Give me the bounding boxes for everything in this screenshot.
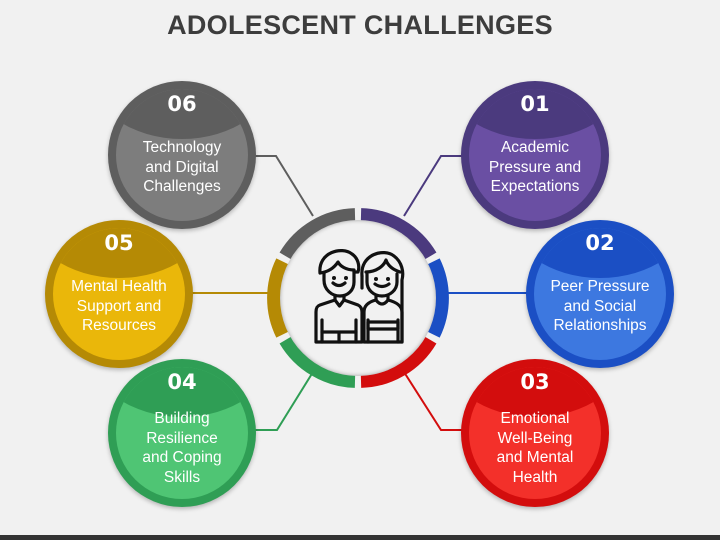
ring-segment-03	[360, 336, 437, 388]
node-number: 04	[167, 370, 197, 394]
ring-segment-02	[427, 258, 449, 338]
two-adolescents-icon	[314, 249, 405, 344]
connector-04	[255, 371, 314, 431]
connector-01	[403, 155, 462, 217]
node-number: 03	[520, 370, 550, 394]
ring-segment-05	[267, 258, 289, 338]
node-number: 01	[520, 92, 550, 116]
node-number: 05	[104, 231, 134, 255]
footer-bar	[0, 535, 720, 540]
connector-06	[255, 155, 314, 217]
page-title: ADOLESCENT CHALLENGES	[167, 10, 553, 40]
node-number: 06	[167, 92, 197, 116]
connector-03	[403, 371, 462, 431]
ring-segment-01	[360, 208, 437, 260]
center-disc	[280, 220, 436, 376]
ring-segment-04	[279, 336, 356, 388]
node-number: 02	[585, 231, 615, 255]
ring-segment-06	[279, 208, 356, 260]
